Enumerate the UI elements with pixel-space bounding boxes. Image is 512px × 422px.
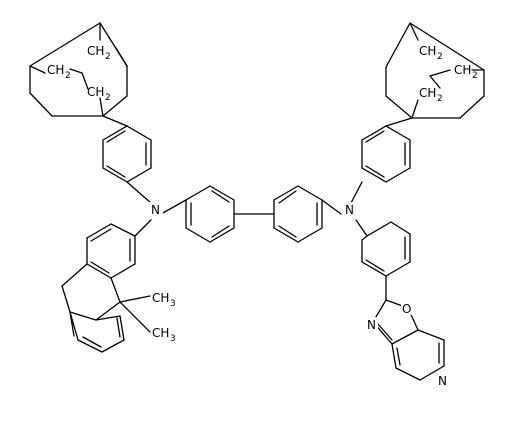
nitrogen-right: N (321, 181, 368, 237)
svg-text:CH: CH (419, 44, 436, 58)
svg-text:N: N (438, 374, 447, 388)
fluorene-unit (61, 223, 151, 353)
svg-text:2: 2 (472, 71, 478, 81)
phenyl-left-upper (102, 115, 152, 183)
ch2-label-right-2: CH 2 (454, 63, 478, 81)
svg-text:CH: CH (419, 86, 436, 100)
nitrogen-left: N (126, 181, 187, 237)
svg-text:3: 3 (170, 299, 176, 309)
svg-text:2: 2 (437, 94, 443, 104)
ch2-label-right-1: CH 2 (419, 44, 443, 62)
svg-text:CH: CH (454, 63, 471, 77)
svg-text:O: O (402, 302, 411, 316)
svg-text:2: 2 (105, 93, 111, 103)
ch2-label-left-2: CH 2 (47, 63, 71, 81)
svg-text:CH: CH (47, 63, 64, 77)
adamantane-right (385, 22, 485, 119)
biphenyl-ring-left (185, 185, 235, 243)
svg-text:3: 3 (170, 334, 176, 344)
ch2-label-left-1: CH 2 (87, 44, 111, 62)
svg-text:N: N (151, 203, 160, 217)
svg-text:CH: CH (152, 291, 169, 305)
biphenyl-ring-right (233, 185, 323, 243)
svg-text:N: N (345, 203, 354, 217)
svg-text:N: N (367, 318, 376, 332)
methyl-label-top: CH 3 (152, 291, 176, 309)
phenyl-right-upper (361, 117, 413, 183)
ch2-label-left-3: CH 2 (87, 85, 111, 103)
svg-text:2: 2 (437, 52, 443, 62)
methyl-label-bottom: CH 3 (152, 326, 176, 344)
ch2-label-right-3: CH 2 (419, 86, 443, 104)
svg-text:CH: CH (87, 44, 104, 58)
svg-text:2: 2 (105, 52, 111, 62)
svg-text:2: 2 (65, 71, 71, 81)
oxazolopyridine-unit: N O N (366, 299, 449, 388)
adamantane-left (29, 22, 128, 117)
phenyl-right-lower (361, 221, 411, 301)
svg-text:CH: CH (87, 85, 104, 99)
svg-text:CH: CH (152, 326, 169, 340)
